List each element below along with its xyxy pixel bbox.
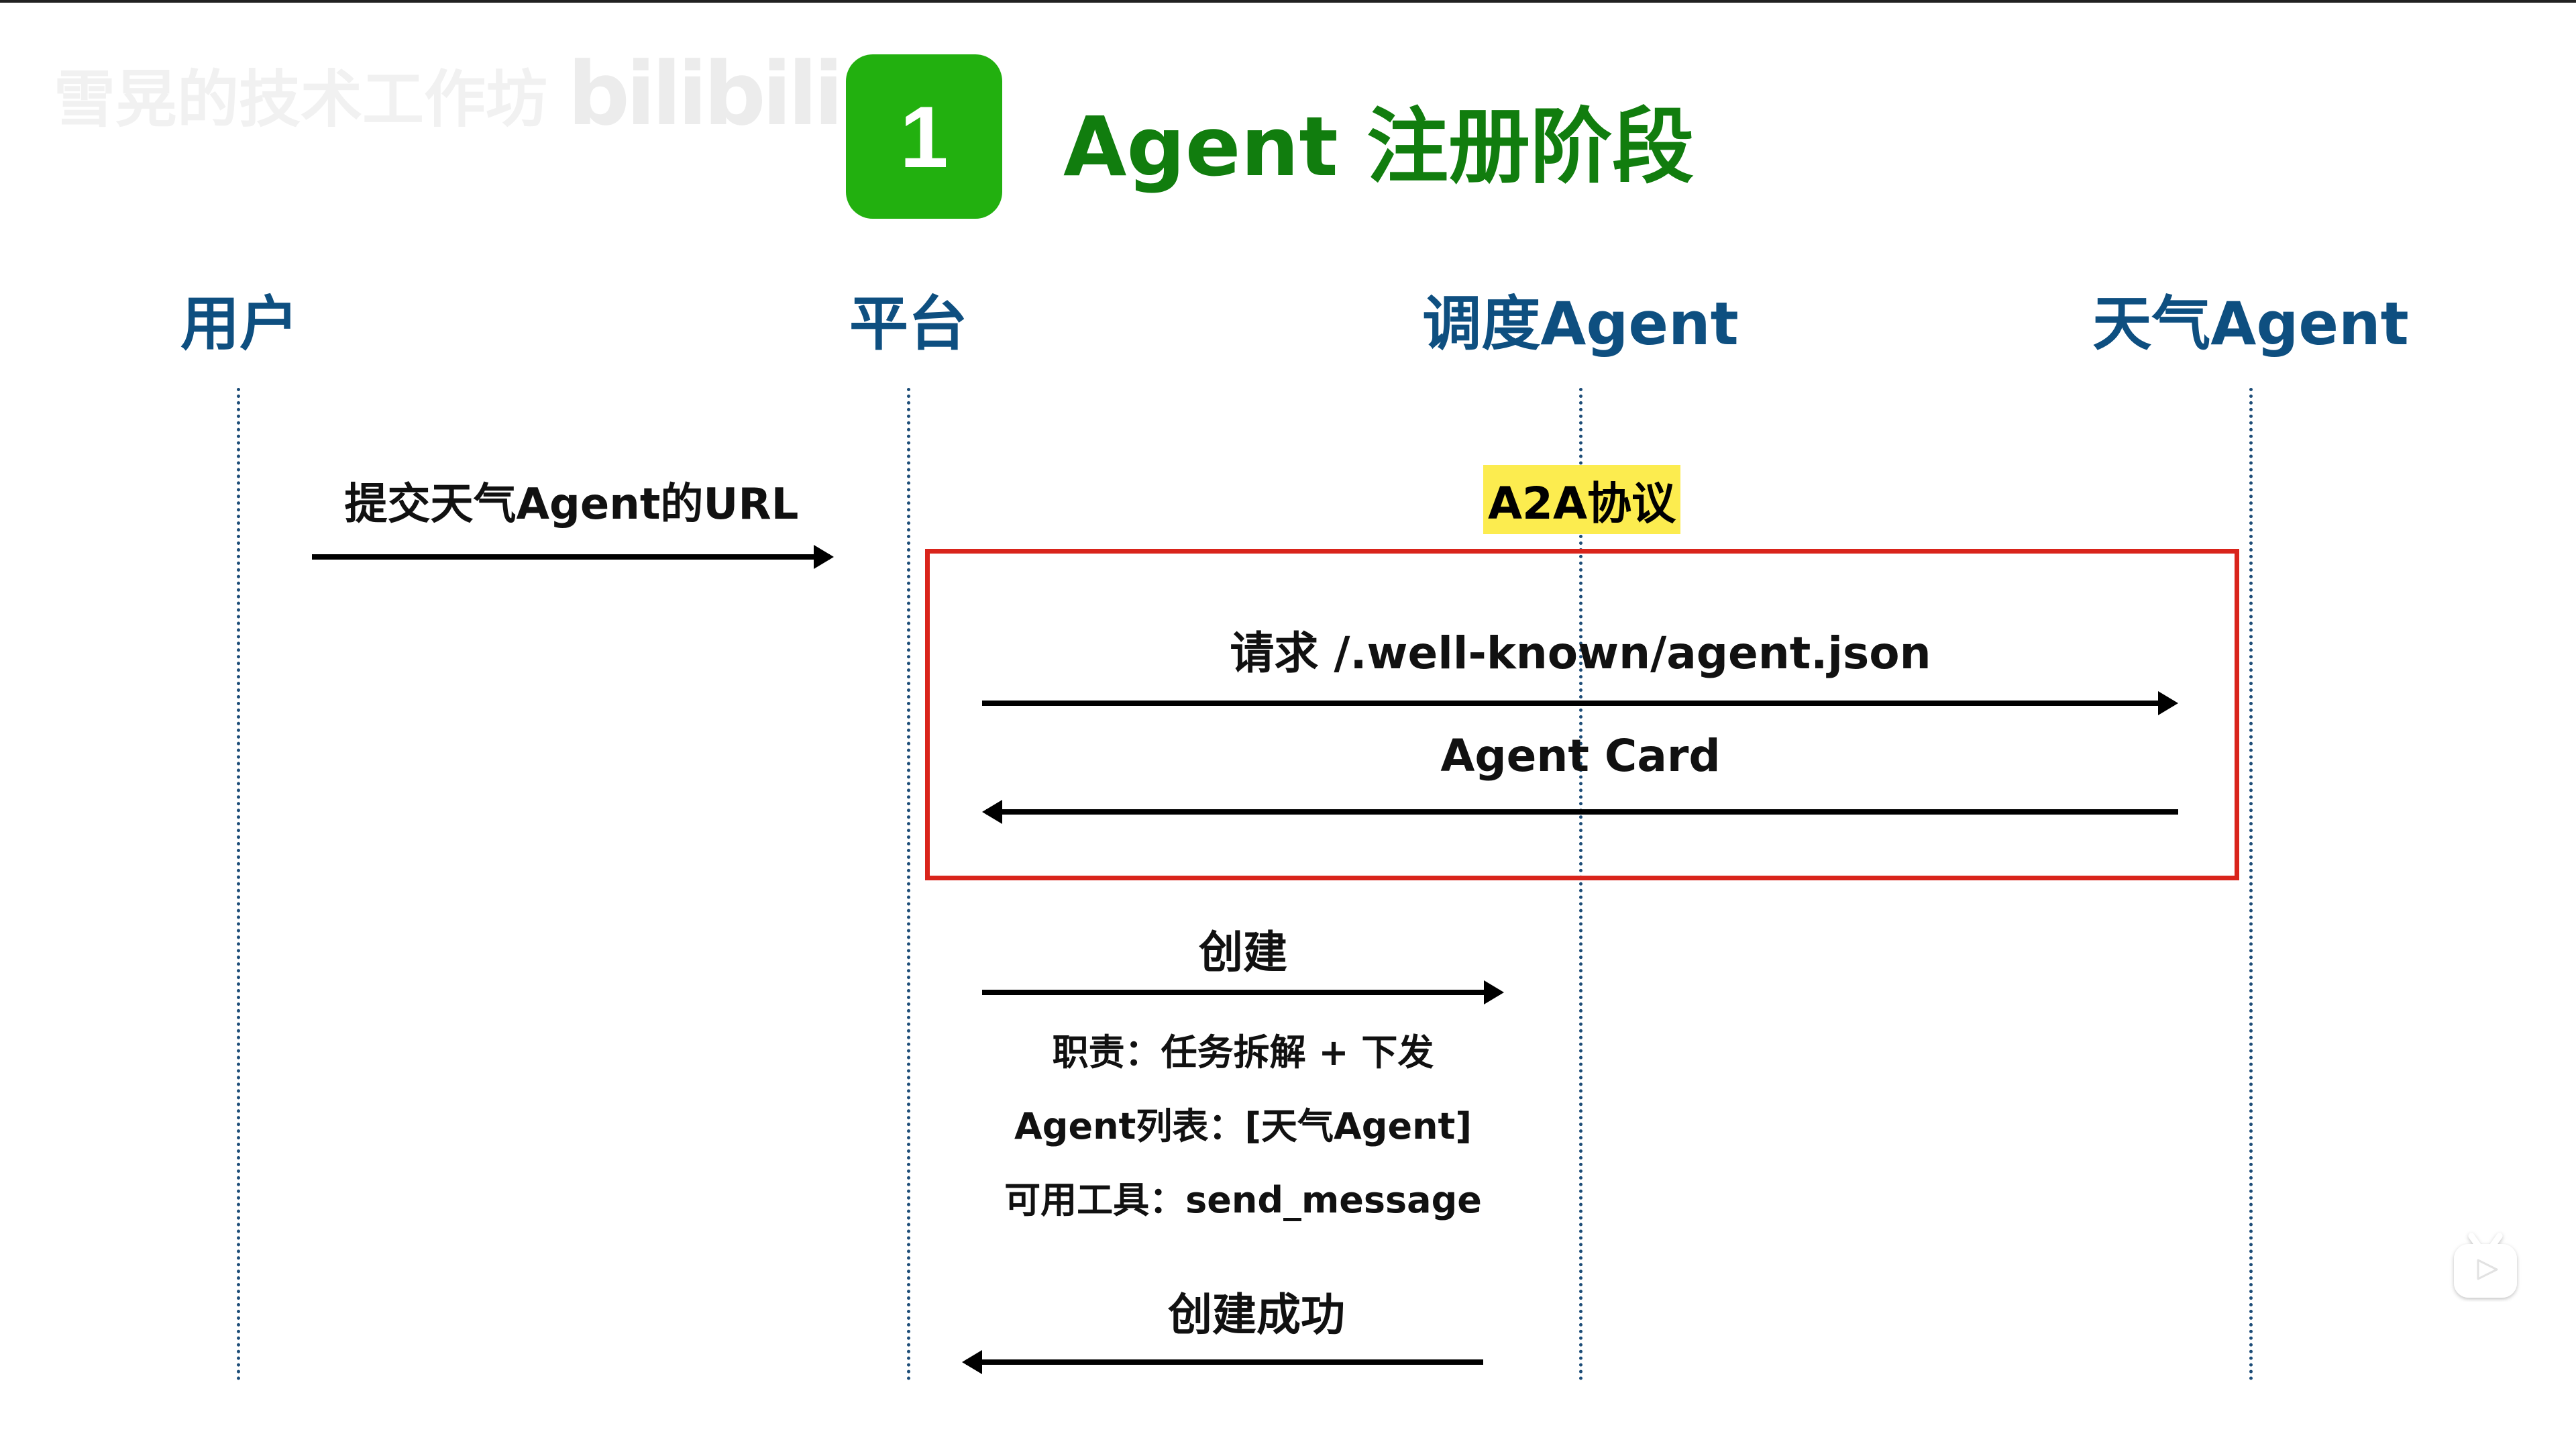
actor-weather-agent: 天气Agent bbox=[2092, 289, 2409, 358]
lifeline-weather-agent bbox=[2249, 388, 2253, 1381]
arrow-left-dispatcher-to-platform bbox=[962, 1350, 1483, 1374]
message-label-request-agent-json: 请求 /.well-known/agent.json bbox=[1230, 627, 1931, 679]
watermark-channel-text: 雪晃的技术工作坊 bbox=[54, 63, 548, 136]
step-number-badge: 1 bbox=[846, 54, 1002, 219]
arrow-right-platform-to-weather bbox=[982, 691, 2178, 715]
arrow-right-platform-to-dispatcher bbox=[982, 980, 1504, 1004]
message-label-create: 创建 bbox=[1199, 927, 1287, 978]
message-label-submit-url: 提交天气Agent的URL bbox=[344, 480, 799, 529]
create-detail-responsibility: 职责：任务拆解 + 下发 bbox=[1052, 1031, 1434, 1074]
a2a-protocol-box bbox=[925, 549, 2239, 880]
create-detail-available-tools: 可用工具：send_message bbox=[1004, 1179, 1482, 1221]
message-label-agent-card: Agent Card bbox=[1440, 730, 1721, 782]
actor-user: 用户 bbox=[180, 289, 299, 358]
lifeline-user bbox=[237, 388, 240, 1381]
lifeline-platform bbox=[907, 388, 910, 1381]
actor-platform: 平台 bbox=[849, 289, 968, 358]
arrow-left-weather-to-platform bbox=[982, 800, 2178, 824]
channel-watermark: 雪晃的技术工作坊 bilibili bbox=[54, 43, 844, 145]
actor-dispatcher-agent: 调度Agent bbox=[1422, 289, 1739, 358]
create-detail-agent-list: Agent列表：[天气Agent] bbox=[1014, 1105, 1472, 1147]
message-label-create-success: 创建成功 bbox=[1168, 1289, 1345, 1341]
lifeline-dispatcher-agent bbox=[1579, 388, 1582, 1381]
page-title: Agent 注册阶段 bbox=[1063, 99, 1695, 195]
a2a-protocol-tag: A2A协议 bbox=[1483, 465, 1680, 534]
bilibili-logo: bilibili bbox=[568, 43, 843, 145]
arrow-right-user-to-platform bbox=[312, 545, 834, 569]
bilibili-tv-play-icon[interactable] bbox=[2449, 1228, 2522, 1302]
top-border bbox=[0, 0, 2576, 3]
